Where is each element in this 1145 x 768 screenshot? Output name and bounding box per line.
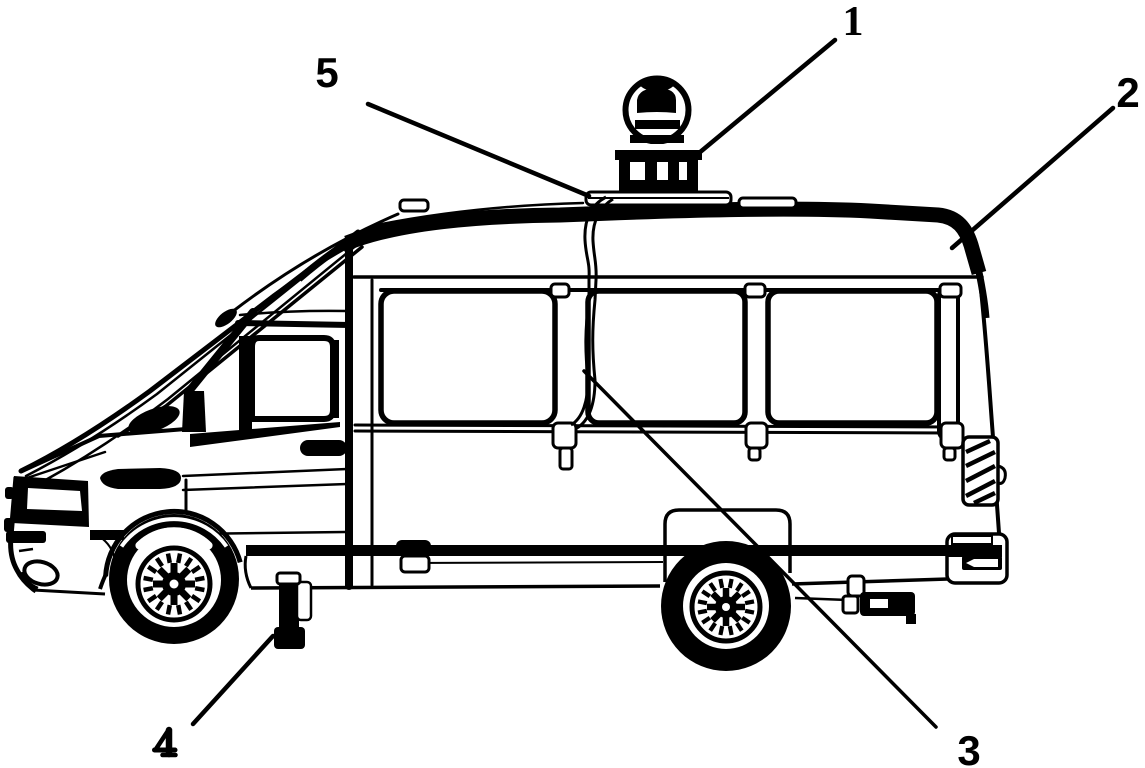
- svg-text:5: 5: [315, 49, 338, 96]
- svg-text:3: 3: [957, 727, 980, 768]
- svg-text:1: 1: [843, 0, 864, 45]
- svg-text:2: 2: [1116, 69, 1139, 116]
